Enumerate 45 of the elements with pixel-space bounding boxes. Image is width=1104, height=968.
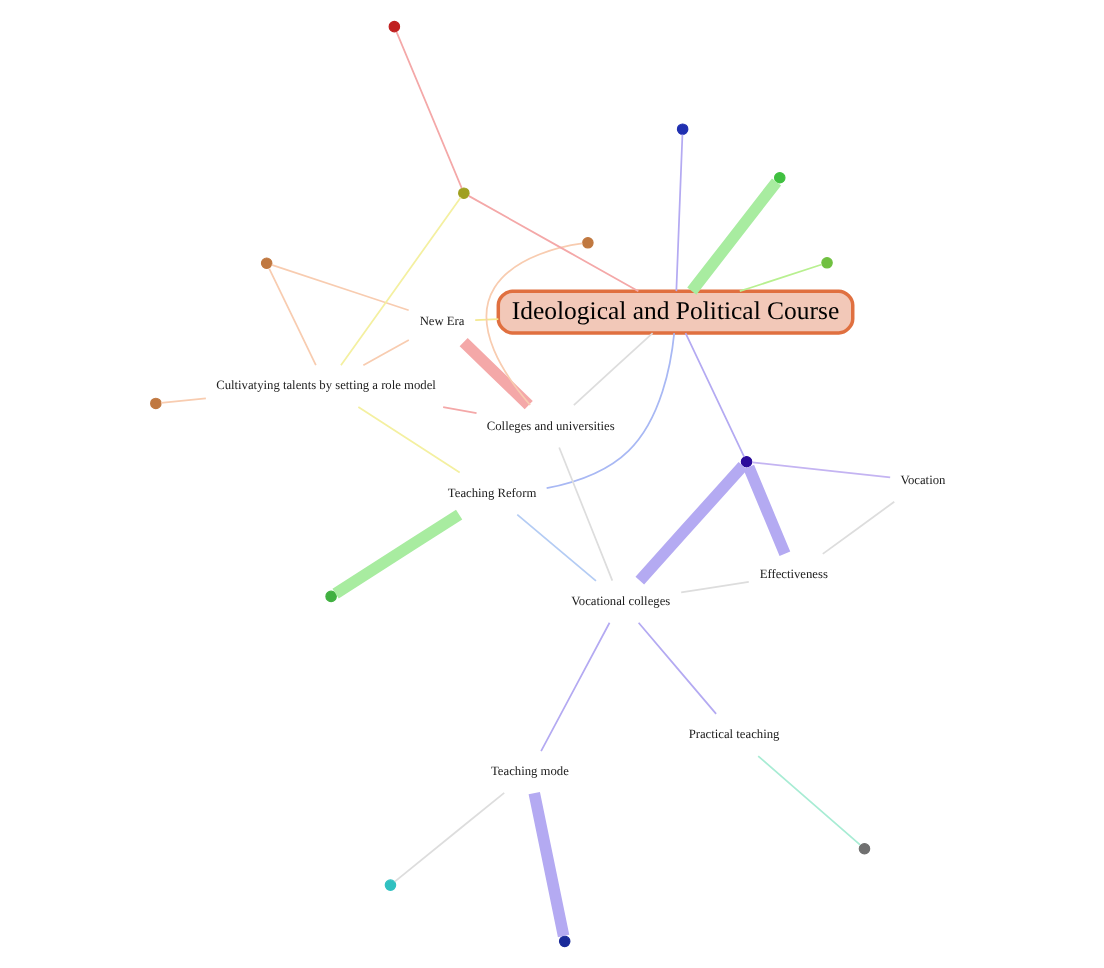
connector	[473, 318, 499, 321]
connector	[683, 332, 745, 458]
connector	[636, 621, 716, 715]
node-circle	[259, 257, 272, 270]
connector	[674, 133, 683, 292]
node-circle	[457, 187, 469, 199]
connector	[737, 263, 822, 293]
connector	[392, 792, 505, 883]
connector	[742, 464, 790, 556]
connector	[269, 264, 409, 312]
connector	[539, 621, 610, 752]
connector	[331, 509, 462, 599]
connector	[441, 406, 477, 414]
connector	[515, 513, 596, 582]
node-circle	[675, 123, 688, 135]
connector	[267, 267, 316, 366]
connector	[466, 195, 639, 293]
connector	[634, 461, 747, 585]
connector	[394, 30, 462, 189]
connector	[756, 755, 860, 846]
node-circle	[739, 455, 752, 468]
connector	[544, 332, 675, 490]
connector	[361, 339, 409, 367]
node-circle	[387, 20, 400, 33]
node-circle	[772, 172, 785, 184]
connector	[572, 332, 653, 406]
connector	[159, 397, 206, 404]
node-circle	[557, 935, 570, 948]
node-circle	[383, 879, 396, 891]
connector	[820, 500, 895, 555]
node-circle	[820, 257, 832, 269]
connector	[527, 791, 569, 938]
node-box: Ideological and Political Course	[495, 289, 854, 335]
connector	[484, 242, 583, 406]
connector	[557, 446, 613, 582]
connector	[679, 581, 749, 594]
node-circle	[581, 237, 593, 249]
connector	[339, 196, 461, 367]
connector	[458, 338, 532, 410]
connector	[686, 178, 781, 295]
connector	[356, 406, 460, 474]
node-circle	[149, 397, 161, 410]
connector	[750, 461, 891, 479]
node-circle	[324, 590, 336, 603]
node-circle	[857, 842, 870, 855]
